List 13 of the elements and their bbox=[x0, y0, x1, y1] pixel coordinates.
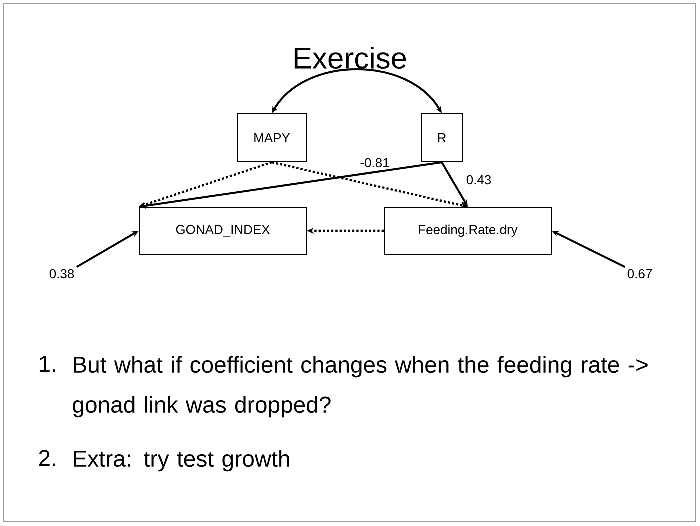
list-text: Extra: try test growth bbox=[74, 450, 290, 472]
variable-box: Feeding.Rate.dry bbox=[384, 207, 552, 255]
variable-box: R bbox=[421, 114, 463, 162]
error-value: 0.38 bbox=[50, 269, 74, 279]
variable-box: MAPY bbox=[237, 114, 307, 162]
list-number: 1. bbox=[40, 356, 56, 372]
list-text: But what if coefficient changes when the feeding rate -> gonad link was dropped? bbox=[73, 356, 648, 418]
variable-box: GONAD_INDEX bbox=[139, 207, 307, 255]
edge-label: -0.81 bbox=[359, 157, 391, 169]
title: Exercise bbox=[294, 46, 406, 70]
edge-label: 0.43 bbox=[465, 174, 493, 186]
error-value: 0.67 bbox=[628, 269, 652, 279]
list-number: 2. bbox=[39, 450, 56, 466]
